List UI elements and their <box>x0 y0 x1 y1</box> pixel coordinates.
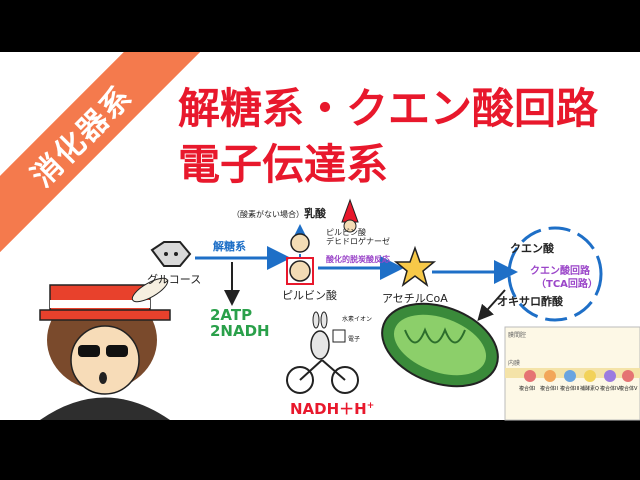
lactate-face-icon <box>291 234 309 252</box>
enzyme-elf-icon <box>342 200 358 222</box>
rabbit-icon <box>311 331 329 359</box>
pyruvate-label: ピルビン酸 <box>282 287 337 303</box>
citric-acid-label: クエン酸 <box>510 240 554 256</box>
glucose-label: グルコース <box>147 271 201 287</box>
complex-label: 複合体IV <box>600 385 620 392</box>
enzyme-label: ピルビン酸 デヒドロゲナーゼ <box>326 228 390 246</box>
complex-label: 複合体II <box>540 385 558 392</box>
sunglasses-icon <box>78 345 100 357</box>
hydrogen-ion-label: 水素イオン <box>342 314 372 323</box>
pyruvate-face-icon <box>290 261 310 281</box>
matrix-label: 内膜 <box>508 358 520 367</box>
complex-label: 複合体V <box>619 385 637 392</box>
glucose-icon <box>152 242 190 266</box>
acetyl-coa-label: アセチルCoA <box>382 290 448 306</box>
no-oxygen-note: （酸素がない場合）乳酸 <box>232 205 326 221</box>
complex-label: 複合体III <box>560 385 579 392</box>
electron-label: 電子 <box>348 334 360 343</box>
nadh-h-label: NADH＋H+ <box>290 398 374 419</box>
complex-label: 複合体I <box>519 385 535 392</box>
nadh-label: 2NADH <box>210 322 270 340</box>
mascot-face <box>71 326 139 394</box>
decarboxylation-label: 酸化的脱炭酸反応 <box>326 254 390 265</box>
glycolysis-label: 解糖系 <box>213 238 246 254</box>
cycle-alt-label: （TCA回路） <box>536 275 598 290</box>
oxaloacetate-label: オキサロ酢酸 <box>497 293 563 309</box>
acetyl-coa-star-icon <box>396 248 434 285</box>
complex-label: 補酵素Q <box>580 385 599 392</box>
membrane-label: 膜間腔 <box>508 330 526 339</box>
